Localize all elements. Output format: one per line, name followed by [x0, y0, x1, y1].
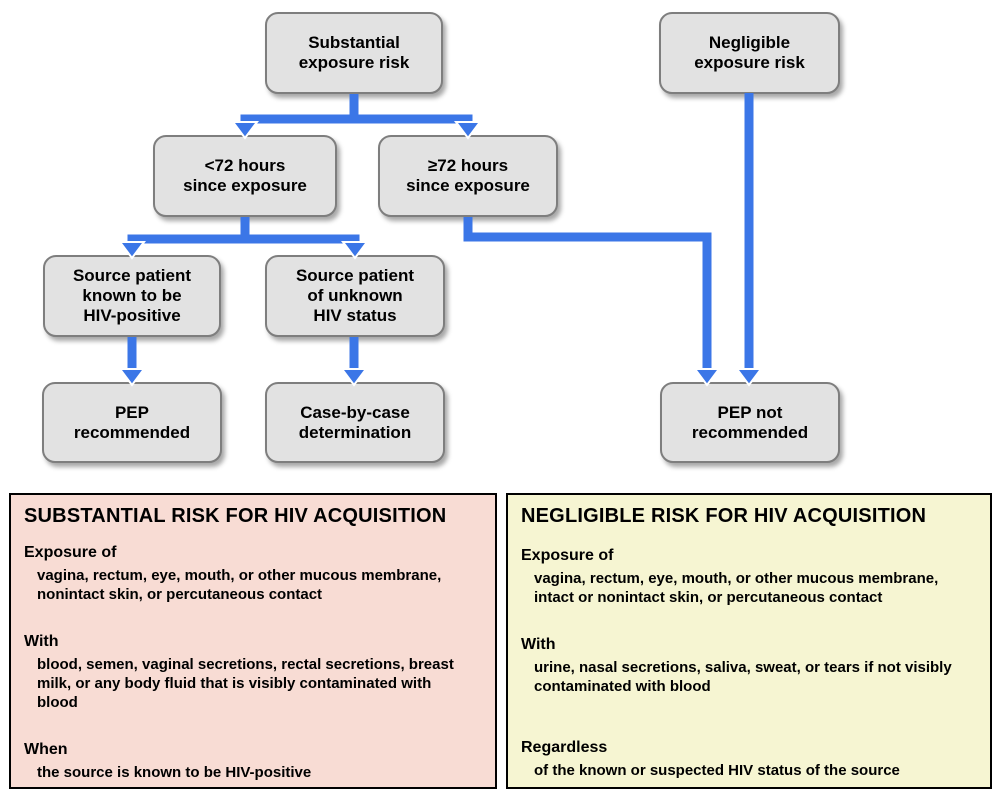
section-body: vagina, rectum, eye, mouth, or other muc… [534, 570, 939, 606]
node-ge72-hours: ≥72 hours since exposure [378, 135, 558, 217]
section-body: blood, semen, vaginal secretions, rectal… [37, 656, 454, 711]
node-lt72-hours: <72 hours since exposure [153, 135, 337, 217]
section-with: With blood, semen, vaginal secretions, r… [24, 632, 487, 712]
panel-substantial-risk: SUBSTANTIAL RISK FOR HIV ACQUISITION Exp… [9, 493, 497, 789]
section-body: urine, nasal secretions, saliva, sweat, … [534, 659, 952, 695]
section-heading: Exposure of [24, 544, 117, 561]
section-heading: When [24, 741, 68, 758]
section-heading: Regardless [521, 739, 608, 756]
section-exposure-of: Exposure of vagina, rectum, eye, mouth, … [24, 543, 487, 604]
node-substantial-exposure-risk: Substantial exposure risk [265, 12, 443, 94]
section-heading: With [24, 633, 59, 650]
section-with: With urine, nasal secretions, saliva, sw… [521, 635, 982, 696]
panel-title: SUBSTANTIAL RISK FOR HIV ACQUISITION [24, 505, 447, 527]
section-body: the source is known to be HIV-positive [37, 764, 312, 781]
node-case-by-case-determination: Case-by-case determination [265, 382, 445, 463]
section-heading: With [521, 636, 556, 653]
node-negligible-exposure-risk: Negligible exposure risk [659, 12, 840, 94]
section-body: vagina, rectum, eye, mouth, or other muc… [37, 567, 442, 603]
node-source-known-hiv-positive: Source patient known to be HIV-positive [43, 255, 221, 337]
edge-ge72-to-pep-not [463, 217, 712, 370]
section-heading: Exposure of [521, 547, 614, 564]
panel-title: NEGLIGIBLE RISK FOR HIV ACQUISITION [521, 505, 927, 527]
section-body: of the known or suspected HIV status of … [534, 762, 900, 779]
node-pep-not-recommended: PEP not recommended [660, 382, 840, 463]
panel-negligible-risk: NEGLIGIBLE RISK FOR HIV ACQUISITION Expo… [506, 493, 992, 789]
section-when: When the source is known to be HIV-posit… [24, 740, 487, 782]
section-exposure-of: Exposure of vagina, rectum, eye, mouth, … [521, 546, 982, 607]
node-pep-recommended: PEP recommended [42, 382, 222, 463]
node-source-unknown-hiv-status: Source patient of unknown HIV status [265, 255, 445, 337]
section-regardless: Regardless of the known or suspected HIV… [521, 738, 982, 780]
